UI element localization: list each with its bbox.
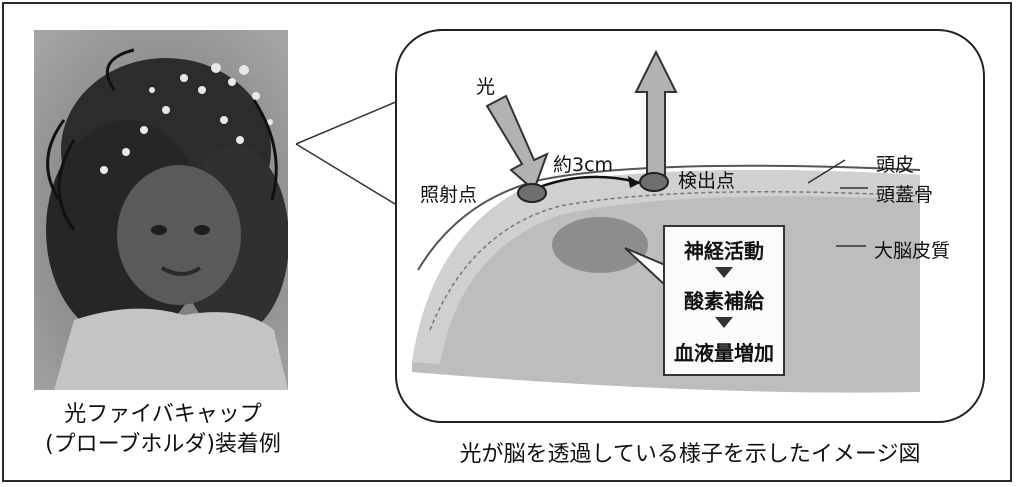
flow-arrow-2 bbox=[715, 317, 733, 328]
callout-line-bottom bbox=[295, 143, 406, 211]
detection-point-label: 検出点 bbox=[678, 170, 736, 192]
light-path-curve bbox=[531, 175, 641, 192]
cortex-label: 大脳皮質 bbox=[874, 240, 951, 262]
photo-caption-line2: (プローブホルダ)装着例 bbox=[45, 432, 281, 457]
flow-step-oxygen-supply: 酸素補給 bbox=[684, 289, 764, 313]
skull-label: 頭蓋骨 bbox=[876, 184, 934, 206]
scalp-pointer bbox=[807, 159, 846, 184]
light-input-arrow bbox=[485, 94, 549, 192]
flow-arrow-1 bbox=[715, 267, 733, 278]
distance-label: 約3cm bbox=[553, 154, 614, 176]
flow-step-blood-volume-increase: 血液量増加 bbox=[674, 341, 774, 365]
photo-caption-line1: 光ファイバキャップ bbox=[64, 402, 262, 427]
irradiation-point-marker bbox=[517, 183, 547, 203]
detection-point-marker bbox=[639, 172, 669, 192]
child-with-fiber-cap-photo bbox=[34, 30, 288, 390]
neurovascular-flow-box: 神経活動 酸素補給 血液量増加 bbox=[663, 225, 785, 376]
light-path-arrowhead bbox=[628, 176, 640, 188]
activation-area bbox=[552, 217, 648, 273]
light-label: 光 bbox=[476, 76, 496, 98]
photo-caption: 光ファイバキャップ (プローブホルダ)装着例 bbox=[28, 400, 298, 460]
skull-layer bbox=[412, 170, 920, 364]
scalp-label: 頭皮 bbox=[876, 154, 915, 176]
flow-step-neural-activity: 神経活動 bbox=[684, 239, 764, 263]
irradiation-point-label: 照射点 bbox=[420, 184, 478, 206]
light-output-arrow bbox=[634, 49, 678, 176]
figure-frame bbox=[2, 2, 1012, 482]
diagram-caption: 光が脳を透過している様子を示したイメージ図 bbox=[459, 442, 921, 467]
callout-line-top bbox=[295, 95, 411, 145]
scalp-curve bbox=[417, 164, 921, 271]
skull-boundary bbox=[429, 191, 921, 331]
